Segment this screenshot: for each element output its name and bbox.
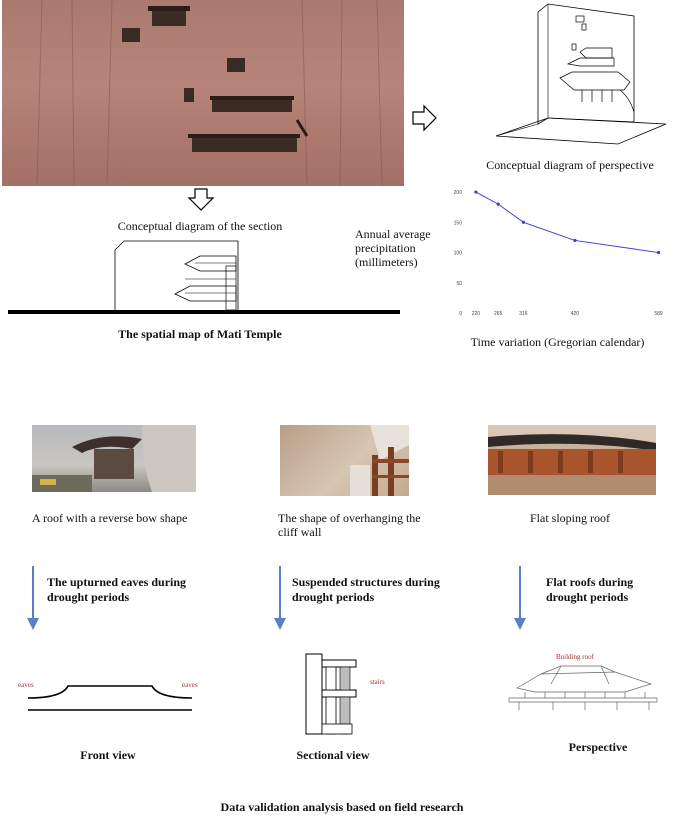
building-roof-label: Building roof bbox=[556, 653, 594, 661]
footer-caption: Data validation analysis based on field … bbox=[220, 800, 464, 814]
spatial-map-caption: The spatial map of Mati Temple bbox=[118, 327, 282, 341]
stairs-label: stairs bbox=[370, 678, 385, 686]
hollow-arrow-right-icon bbox=[412, 104, 437, 132]
case3-finding: Flat roofs during drought periods bbox=[546, 575, 634, 604]
x-tick-label: 316 bbox=[519, 311, 528, 317]
x-tick-label: 420 bbox=[571, 311, 580, 317]
y-tick-label: 50 bbox=[456, 281, 462, 287]
section-diagram bbox=[8, 240, 400, 314]
front-view-diagram bbox=[27, 685, 193, 711]
eaves-right-label: eaves bbox=[182, 681, 198, 689]
data-point bbox=[521, 220, 526, 224]
flat-sloping-roof-photo bbox=[488, 425, 656, 495]
chart-xlabel: Time variation (Gregorian calendar) bbox=[470, 335, 645, 349]
x-tick-label: 220 bbox=[472, 311, 481, 317]
series-line bbox=[475, 191, 659, 253]
reverse-bow-roof-photo bbox=[32, 425, 196, 492]
y-tick-label: 100 bbox=[454, 251, 463, 257]
data-point bbox=[656, 250, 661, 255]
hollow-arrow-down-icon bbox=[187, 188, 215, 211]
chart-ylabel: Annual average precipitation (millimeter… bbox=[355, 227, 431, 269]
perspective-building-diagram bbox=[508, 665, 658, 710]
blue-arrow-down-icon bbox=[27, 566, 39, 630]
sectional-view-diagram bbox=[305, 653, 357, 735]
eaves-left-label: eaves bbox=[18, 681, 34, 689]
precipitation-line-chart: 0 50 100 150 200 220 265 316 420 589 bbox=[454, 190, 663, 317]
y-tick-label: 0 bbox=[459, 311, 462, 317]
perspective-label: Perspective bbox=[568, 740, 628, 754]
x-tick-label: 589 bbox=[654, 311, 663, 317]
data-point bbox=[573, 238, 577, 243]
front-view-label: Front view bbox=[80, 748, 136, 762]
case1-caption: A roof with a reverse bow shape bbox=[32, 511, 188, 525]
case2-finding: Suspended structures during drought peri… bbox=[292, 575, 440, 604]
sectional-view-label: Sectional view bbox=[296, 748, 370, 762]
y-tick-label: 200 bbox=[454, 190, 463, 196]
case1-finding: The upturned eaves during drought period… bbox=[47, 575, 187, 604]
blue-arrow-down-icon bbox=[274, 566, 286, 630]
x-tick-label: 265 bbox=[494, 311, 503, 317]
data-point bbox=[496, 202, 500, 206]
overhanging-cliff-photo bbox=[280, 425, 409, 496]
cliff-temple-illustration bbox=[36, 0, 383, 186]
case2-caption: The shape of overhanging the cliff wall bbox=[278, 511, 421, 540]
blue-arrow-down-icon bbox=[514, 566, 526, 630]
case3-caption: Flat sloping roof bbox=[530, 511, 610, 525]
data-point bbox=[474, 190, 478, 194]
y-tick-label: 150 bbox=[454, 220, 463, 226]
cliff-temple-photo bbox=[2, 0, 404, 186]
section-caption: Conceptual diagram of the section bbox=[117, 219, 283, 233]
perspective-caption: Conceptual diagram of perspective bbox=[486, 158, 654, 172]
perspective-diagram bbox=[495, 3, 667, 145]
